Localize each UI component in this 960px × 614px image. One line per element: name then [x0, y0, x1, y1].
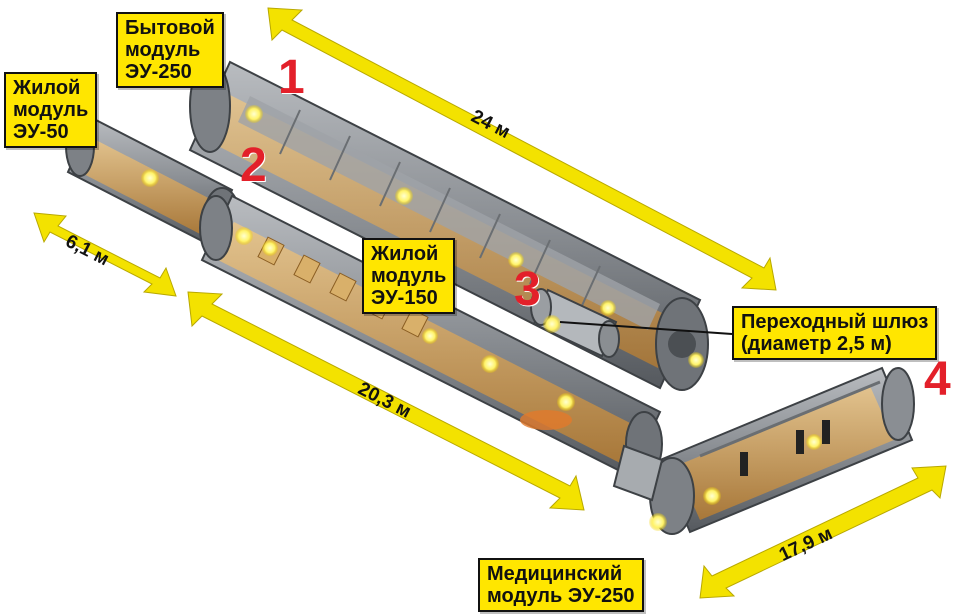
module-eu250-medical [612, 366, 915, 535]
lamps [141, 105, 822, 531]
number-4: 4 [924, 353, 951, 406]
number-1: 1 [278, 51, 305, 104]
label-household-module: Бытовой модуль ЭУ-250 [116, 12, 224, 88]
arrow-length-medical [699, 465, 947, 599]
arrow-diameter [33, 212, 177, 297]
number-2: 2 [240, 139, 267, 192]
label-medical-module: Медицинский модуль ЭУ-250 [478, 558, 644, 612]
number-3: 3 [514, 263, 541, 316]
arrow-length-middle [187, 291, 585, 511]
arrow-length-top [267, 7, 777, 291]
label-airlock: Переходный шлюз (диаметр 2,5 м) [732, 306, 938, 360]
label-living-module-eu50: Жилой модуль ЭУ-50 [4, 72, 98, 148]
label-living-module-eu150: Жилой модуль ЭУ-150 [362, 238, 456, 314]
airlock-leader-line [559, 321, 733, 335]
